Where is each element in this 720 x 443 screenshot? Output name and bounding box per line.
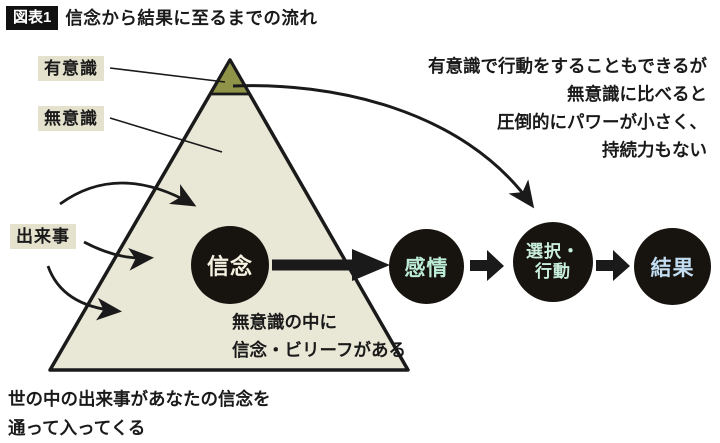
- pyramid-cap-shape: [209, 58, 251, 96]
- figure-header: 図表1 信念から結果に至るまでの流れ: [6, 5, 317, 30]
- pyramid-shape: [48, 58, 410, 372]
- unconscious-note: 無意識の中に 信念・ビリーフがある: [232, 308, 406, 364]
- figure-tag-badge: 図表1: [6, 5, 59, 30]
- belief-to-emotion-arrow-head: [352, 249, 390, 281]
- events-label: 出来事: [10, 224, 76, 249]
- event-arrow-3: [46, 265, 123, 321]
- event-arrow-2: [83, 240, 155, 271]
- unconscious-note-line2: 信念・ビリーフがある: [232, 340, 406, 360]
- conscious-note-line2: 無意識に比べると: [567, 84, 707, 104]
- unconscious-note-line1: 無意識の中に: [232, 312, 337, 332]
- belief-node: 信念: [191, 226, 269, 304]
- unconscious-label: 無意識: [38, 106, 104, 131]
- unconscious-leader-line: [109, 117, 223, 153]
- conscious-bypass-arrow: [232, 84, 535, 209]
- choice-action-node-label-line1: 選択・: [526, 242, 580, 261]
- conscious-note-line4: 持続力もない: [602, 140, 707, 160]
- event-arrow-1: [59, 181, 197, 207]
- conscious-note-line3: 圧倒的にパワーが小さく、: [497, 112, 707, 132]
- flow-arrow-emotion-to-choice: [470, 250, 504, 281]
- conscious-leader-line: [109, 67, 226, 83]
- flow-arrow-choice-to-result: [596, 250, 630, 281]
- events-note: 世の中の出来事があなたの信念を 通って入ってくる: [8, 385, 271, 443]
- choice-action-node-label-line2: 行動: [535, 262, 571, 281]
- conscious-note-line1: 有意識で行動をすることもできるが: [428, 56, 707, 76]
- result-node-label: 結果: [650, 256, 695, 280]
- events-note-line1: 世の中の出来事があなたの信念を: [8, 389, 271, 409]
- conscious-note: 有意識で行動をすることもできるが 無意識に比べると 圧倒的にパワーが小さく、 持…: [428, 52, 707, 164]
- conscious-label: 有意識: [38, 56, 104, 81]
- result-node: 結果: [634, 228, 711, 305]
- emotion-node-label: 感情: [404, 256, 449, 280]
- emotion-node: 感情: [389, 229, 464, 304]
- belief-node-label: 信念: [206, 254, 253, 279]
- events-note-line2: 通って入ってくる: [8, 418, 146, 438]
- figure-title: 信念から結果に至るまでの流れ: [65, 8, 318, 28]
- choice-action-node: 選択・ 行動: [513, 222, 593, 302]
